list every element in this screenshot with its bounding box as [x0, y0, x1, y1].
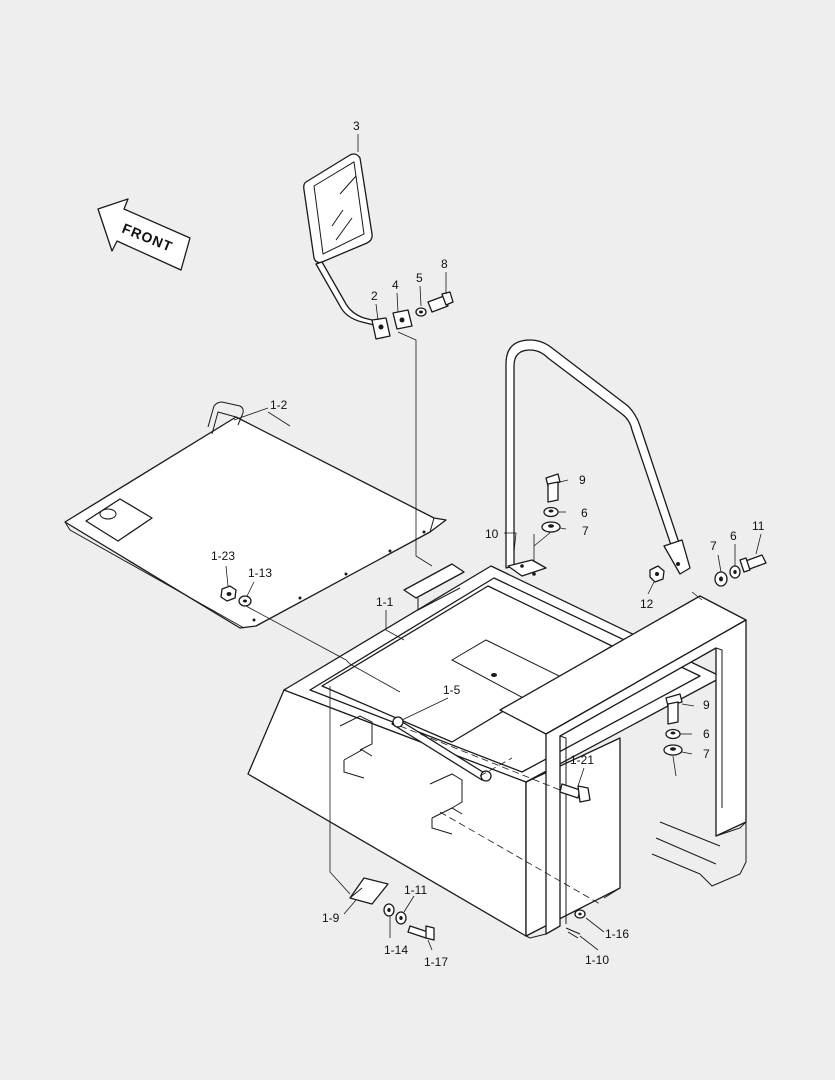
washer-7-right [714, 571, 728, 587]
callout-1-13: 1-13 [248, 566, 272, 580]
bolt-11 [739, 554, 767, 573]
callout-9-top: 9 [579, 473, 586, 487]
rear-view-mirror [303, 153, 381, 327]
callout-1-5: 1-5 [443, 683, 461, 697]
callout-7-right: 7 [710, 539, 717, 553]
bracket-1-9 [349, 877, 389, 905]
cover-panel-1-2 [64, 401, 447, 629]
callout-1-16: 1-16 [605, 927, 629, 941]
callout-6-right: 6 [730, 529, 737, 543]
callout-8: 8 [441, 257, 448, 271]
washer-6-right [729, 565, 741, 579]
pin-1-10 [565, 927, 581, 939]
callout-1-14: 1-14 [384, 943, 408, 957]
callout-1-23: 1-23 [211, 549, 235, 563]
callout-4: 4 [392, 278, 399, 292]
washer-1-16 [574, 909, 586, 919]
mirror-bracket-2 [371, 317, 391, 340]
callout-11: 11 [752, 519, 765, 533]
front-arrow: FRONT [97, 198, 191, 271]
bolt-1-17 [407, 925, 435, 941]
bolt-9-low [665, 693, 683, 725]
callout-7-low: 7 [703, 747, 710, 761]
bolt-1-21 [559, 783, 591, 803]
washer-1-13 [238, 595, 252, 607]
washer-1-14 [383, 903, 395, 917]
callout-2: 2 [371, 289, 378, 303]
washer-5 [415, 307, 427, 317]
callout-10: 10 [485, 527, 499, 541]
washer-7-low [663, 744, 683, 756]
washer-6-top [543, 506, 559, 518]
nut-12 [649, 565, 665, 583]
callout-6-top: 6 [581, 506, 588, 520]
callout-12: 12 [640, 597, 654, 611]
main-frame-1-1 [247, 563, 747, 939]
washer-6-low [665, 728, 681, 740]
callout-9-low: 9 [703, 698, 710, 712]
washer-7-top [541, 521, 561, 533]
callout-1-9: 1-9 [322, 911, 340, 925]
rod-1-5 [391, 716, 492, 782]
callout-3: 3 [353, 119, 360, 133]
callout-1-21: 1-21 [570, 753, 594, 767]
callout-1-10: 1-10 [585, 953, 609, 967]
nut-1-23 [220, 585, 237, 602]
callout-6-low: 6 [703, 727, 710, 741]
bolt-9-top [545, 473, 561, 503]
callout-5: 5 [416, 271, 423, 285]
bolt-8 [427, 291, 454, 313]
callout-1-11: 1-11 [404, 883, 427, 897]
callout-1-1: 1-1 [376, 595, 394, 609]
callout-1-17: 1-17 [424, 955, 448, 969]
grab-handle-10 [505, 339, 691, 577]
assembly-lines [245, 331, 703, 905]
mirror-clamp-4 [392, 309, 413, 330]
washer-1-11 [395, 911, 407, 925]
callout-labels: 3 2 4 5 8 1-2 9 6 7 10 7 6 11 12 1-23 1-… [211, 119, 765, 969]
callout-leaders [225, 134, 762, 951]
callout-7-top: 7 [582, 524, 589, 538]
callout-1-2: 1-2 [270, 398, 288, 412]
